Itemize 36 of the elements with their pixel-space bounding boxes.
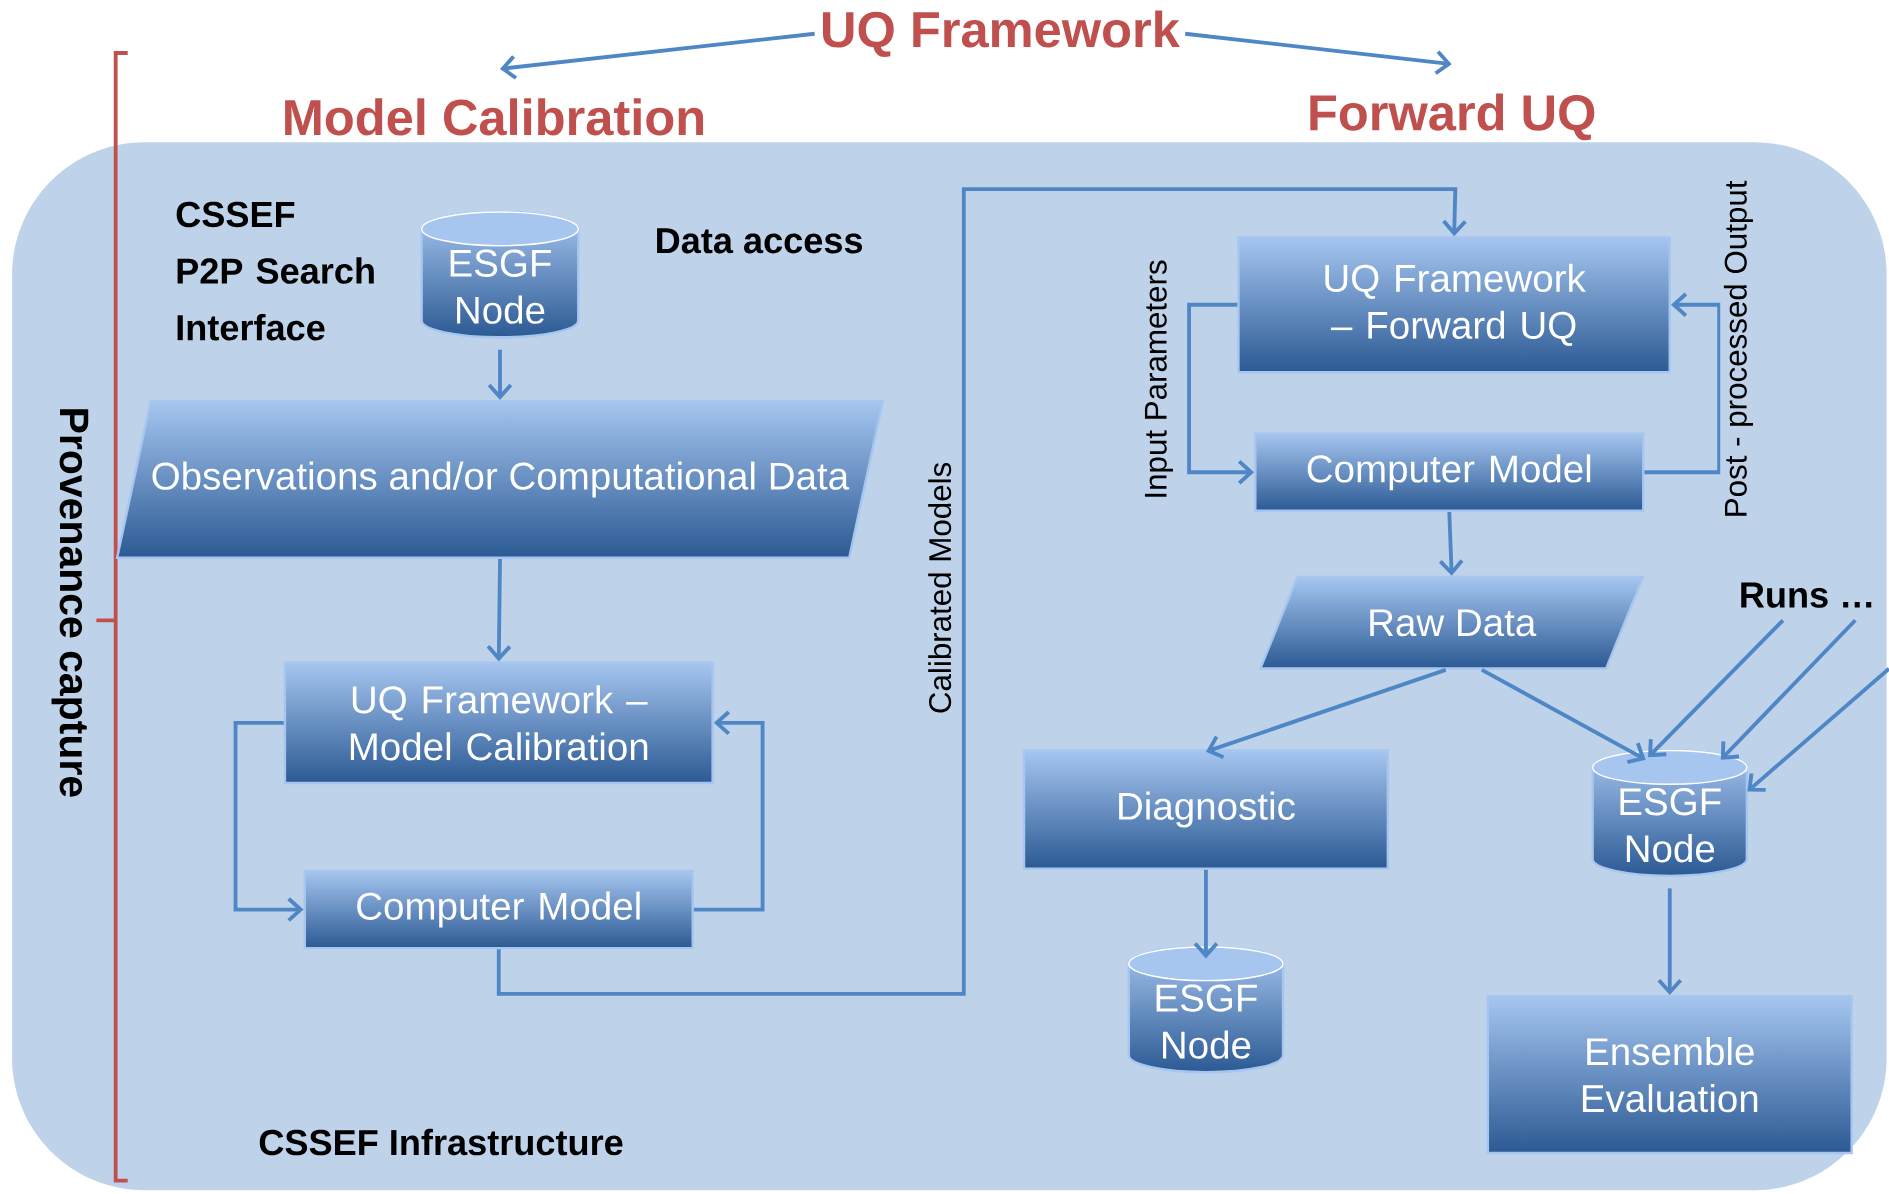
arrow [499,31,815,80]
process-box: Diagnostic [1022,749,1390,870]
data-parallelogram: Observations and/or Computational Data [115,400,885,560]
arrow [1657,888,1683,996]
database-cylinder: ESGF Node [1591,749,1749,878]
arrow [486,559,512,662]
process-box: UQ Framework – Model Calibration [283,661,714,785]
arrow [1747,667,1889,792]
arrow [233,720,304,922]
arrow [693,710,765,912]
edge-label: Post - processed Output [1720,176,1757,522]
arrow [1644,292,1722,475]
arrow [1184,31,1452,75]
edge-label: Calibrated Models [924,458,955,718]
process-box: Computer Model [303,869,694,950]
note-text: Data access [657,228,863,254]
edge-label: Input Parameters [1141,255,1177,504]
arrow [1438,512,1464,576]
note-text: Runs … [1741,582,1872,608]
arrow [1720,619,1857,760]
arrow [496,187,1467,996]
arrow [1205,668,1447,760]
process-box: Ensemble Evaluation [1486,995,1853,1155]
process-box: Computer Model [1254,432,1645,513]
heading: Forward UQ [1310,93,1595,141]
note-text: CSSEF P2P Search Interface [176,201,374,341]
heading: UQ Framework [823,10,1180,58]
database-cylinder: ESGF Node [420,210,580,339]
process-box: UQ Framework – Forward UQ [1237,236,1671,374]
arrow [1187,302,1255,485]
arrow [1648,619,1785,758]
heading: Model Calibration [285,98,704,136]
database-cylinder: ESGF Node [1127,945,1285,1074]
arrow [1193,869,1219,959]
arrow [1480,668,1646,764]
arrow [487,349,513,400]
